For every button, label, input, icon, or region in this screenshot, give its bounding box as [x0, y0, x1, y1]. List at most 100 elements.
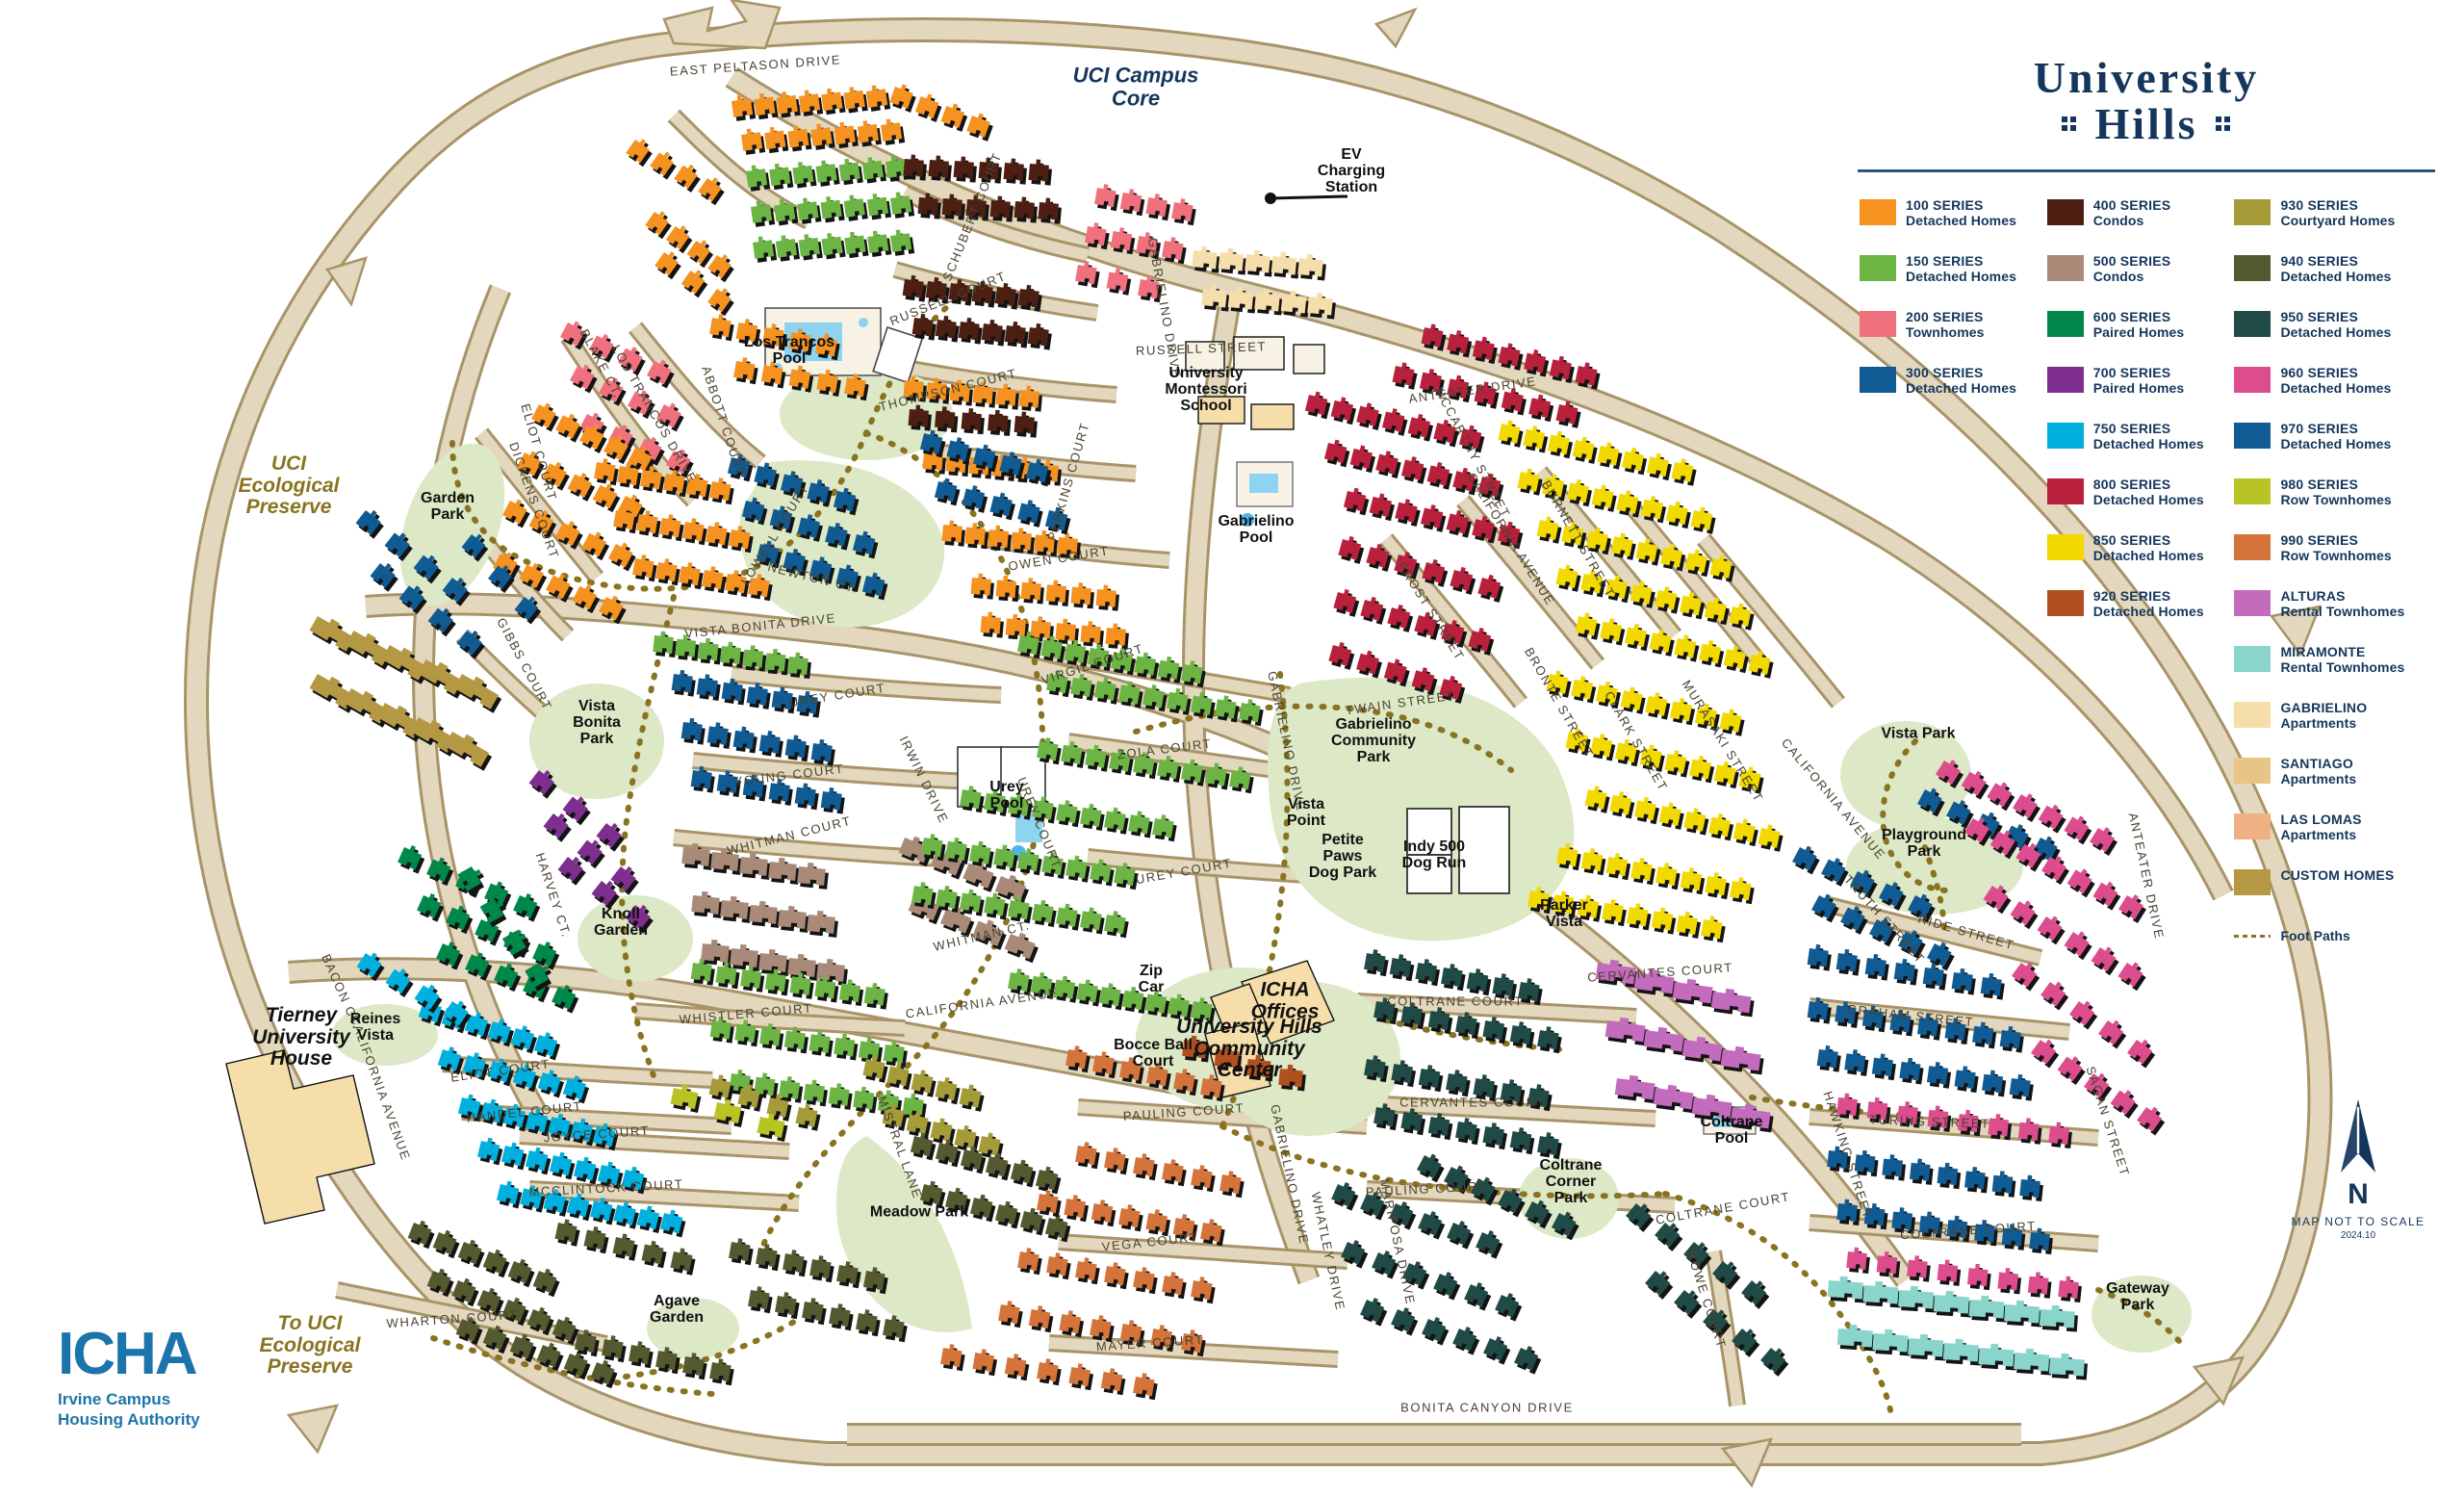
housing-unit	[1473, 1074, 1496, 1098]
legend-item-foot-paths[interactable]: Foot Paths	[2234, 923, 2445, 949]
housing-unit	[1106, 268, 1129, 292]
housing-unit	[1655, 863, 1678, 887]
housing-unit	[480, 1098, 503, 1123]
housing-unit	[398, 844, 423, 870]
housing-unit	[645, 211, 669, 236]
housing-unit	[784, 735, 807, 759]
housing-unit	[1018, 385, 1040, 408]
housing-unit	[825, 522, 848, 547]
legend-color-swatch	[1860, 254, 1896, 281]
housing-unit	[1369, 493, 1393, 518]
housing-unit	[881, 118, 903, 142]
housing-unit	[1836, 1093, 1858, 1116]
map-title-line-1: University	[2033, 53, 2260, 102]
legend-item[interactable]: CUSTOM HOMES	[2234, 867, 2445, 910]
housing-unit	[742, 645, 764, 668]
housing-unit	[2118, 962, 2143, 988]
housing-unit	[828, 1083, 850, 1106]
housing-unit	[798, 234, 820, 257]
housing-unit	[417, 892, 442, 918]
housing-unit	[613, 506, 635, 530]
housing-unit	[1680, 591, 1703, 616]
housing-unit	[697, 637, 719, 661]
housing-unit	[2069, 1000, 2095, 1026]
housing-unit	[729, 1238, 751, 1262]
housing-unit	[1395, 499, 1418, 524]
housing-unit	[1173, 1069, 1195, 1093]
housing-unit	[1968, 1295, 2005, 1319]
legend-item-type: Detached Homes	[2280, 379, 2392, 396]
housing-unit	[1034, 529, 1055, 554]
housing-unit	[1954, 1066, 1976, 1090]
housing-unit	[531, 402, 556, 428]
housing-unit	[1474, 381, 1497, 405]
housing-unit	[1988, 1114, 2010, 1137]
housing-unit	[1328, 641, 1352, 666]
housing-unit	[1584, 786, 1607, 810]
housing-unit	[1561, 522, 1584, 546]
housing-unit	[969, 840, 991, 864]
housing-unit	[1978, 1343, 2015, 1367]
housing-unit	[1518, 978, 1540, 1002]
housing-unit	[1549, 355, 1572, 380]
housing-unit	[715, 962, 737, 986]
housing-unit	[1044, 1214, 1068, 1239]
housing-unit	[1080, 621, 1101, 644]
legend-color-swatch	[2234, 757, 2272, 784]
housing-unit	[488, 565, 512, 589]
housing-unit	[1441, 619, 1465, 644]
housing-unit	[1651, 907, 1674, 931]
housing-unit	[764, 968, 786, 993]
housing-unit	[1005, 613, 1026, 637]
housing-unit	[1946, 800, 1971, 825]
housing-unit	[1946, 1215, 1968, 1239]
housing-unit	[917, 193, 938, 216]
housing-unit	[1201, 284, 1227, 308]
housing-unit	[1641, 495, 1664, 520]
housing-unit	[972, 919, 1004, 946]
housing-unit	[1991, 1171, 2014, 1194]
housing-unit	[1407, 413, 1431, 438]
housing-unit	[1922, 963, 1944, 987]
icha-logo-block[interactable]: ICHA Irvine Campus Housing Authority	[58, 1325, 366, 1430]
housing-unit	[720, 895, 749, 919]
housing-unit	[810, 738, 833, 762]
housing-unit	[994, 282, 1016, 306]
legend-item-type: Townhomes	[1906, 323, 1985, 340]
housing-unit	[2057, 1056, 2083, 1082]
housing-unit	[1509, 1127, 1532, 1151]
housing-unit	[1626, 903, 1649, 927]
housing-unit	[953, 156, 974, 179]
housing-unit	[1038, 197, 1059, 220]
housing-unit	[729, 1069, 751, 1093]
legend-item-foot-paths-label: Foot Paths	[2280, 928, 2350, 944]
